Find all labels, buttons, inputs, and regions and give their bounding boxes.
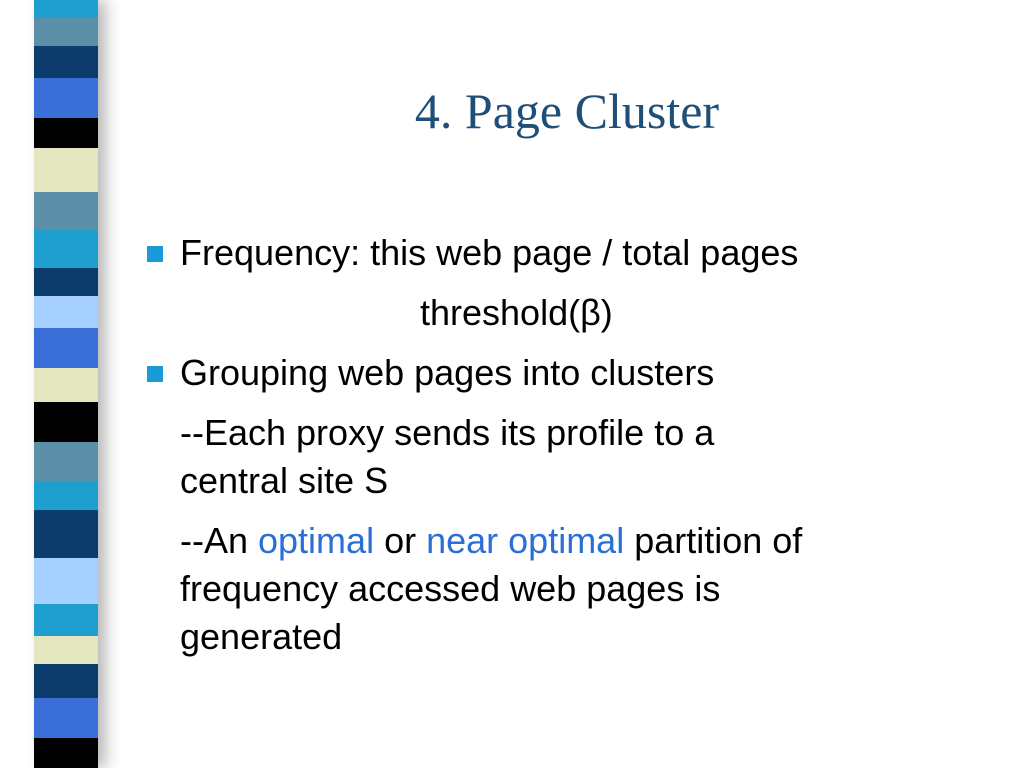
slide-title: 4. Page Cluster xyxy=(414,83,720,139)
stripe xyxy=(34,268,98,296)
bullet-2-text: Grouping web pages into clusters xyxy=(180,352,715,393)
stripe xyxy=(34,664,98,698)
stripe xyxy=(34,604,98,636)
sub-point-2-line-3: generated xyxy=(180,616,343,657)
stripe xyxy=(34,698,98,738)
sub-point-1-line-1: --Each proxy sends its profile to a xyxy=(180,412,715,453)
highlight-near-optimal: near optimal xyxy=(426,520,625,561)
stripe xyxy=(34,442,98,482)
bullet-1-continuation: threshold(β) xyxy=(420,292,613,333)
stripe xyxy=(34,510,98,558)
stripe xyxy=(34,482,98,510)
sub-point-2-line-1: --An optimal or near optimal partition o… xyxy=(180,518,802,564)
stripe xyxy=(34,192,98,230)
stripe xyxy=(34,738,98,768)
highlight-optimal: optimal xyxy=(258,520,375,561)
sub-point-2-middle: or xyxy=(374,520,427,561)
stripe xyxy=(34,296,98,328)
sub-point-2-line-2: frequency accessed web pages is xyxy=(180,568,721,609)
stripe xyxy=(34,0,98,18)
bullet-1-text: Frequency: this web page / total pages xyxy=(180,232,799,273)
square-bullet-icon xyxy=(147,366,163,382)
stripe xyxy=(34,230,98,268)
stripe xyxy=(34,18,98,46)
stripe xyxy=(34,46,98,78)
decorative-stripe-bar xyxy=(34,0,98,768)
stripe xyxy=(34,636,98,664)
stripe xyxy=(34,78,98,118)
sub-point-1-line-2: central site S xyxy=(180,460,389,501)
sub-point-2-suffix: partition of xyxy=(624,520,803,561)
square-bullet-icon xyxy=(147,246,163,262)
stripe xyxy=(34,118,98,148)
stripe xyxy=(34,328,98,368)
stripe xyxy=(34,368,98,402)
stripe xyxy=(34,558,98,604)
sub-point-2-prefix: --An xyxy=(180,520,259,561)
stripe xyxy=(34,402,98,442)
stripe xyxy=(34,148,98,192)
